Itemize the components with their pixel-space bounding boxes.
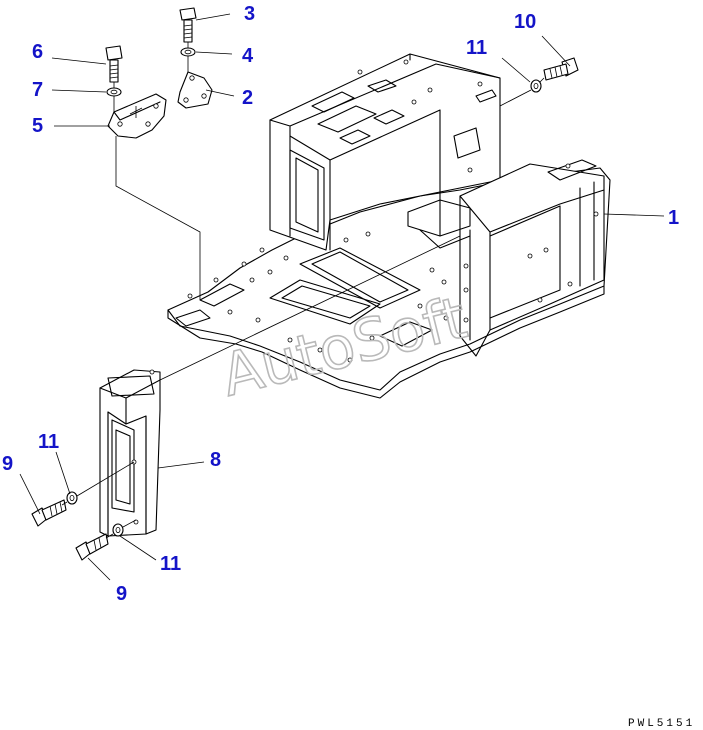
bolt-6: [105, 45, 123, 83]
callout-9-upper: 9: [2, 453, 13, 475]
washer-7: [106, 87, 122, 97]
part-8-bracket: [99, 369, 161, 537]
bolt-3: [179, 7, 197, 43]
bolt-9-lower: [75, 533, 109, 561]
washer-11-left: [66, 491, 78, 505]
callout-7: 7: [32, 79, 43, 101]
assembly-lines: [61, 42, 545, 539]
callout-11-top: 11: [466, 37, 487, 59]
drawing-code: PWL5151: [628, 718, 695, 730]
main-frame: [167, 53, 611, 399]
callout-2: 2: [242, 87, 253, 109]
callout-11-left: 11: [38, 431, 59, 453]
callouts: 1 2 3 4 5 6 7 8 9 9 10 11 11 11: [2, 3, 679, 605]
callout-10: 10: [514, 11, 536, 33]
callout-9-lower: 9: [116, 583, 127, 605]
bolt-10: [543, 57, 579, 81]
bolt-9-upper: [31, 499, 67, 527]
part-5-plate: [107, 93, 167, 139]
callout-6: 6: [32, 41, 43, 63]
leader-lines: [19, 13, 665, 581]
callout-1: 1: [668, 207, 679, 229]
callout-3: 3: [244, 3, 255, 25]
callout-8: 8: [210, 449, 221, 471]
part-2-plate: [177, 71, 213, 109]
washer-11-lower: [112, 523, 124, 537]
callout-11-lower: 11: [160, 553, 181, 575]
callout-5: 5: [32, 115, 43, 137]
washer-4: [180, 47, 196, 57]
callout-4: 4: [242, 45, 254, 67]
washer-11-top: [530, 79, 542, 93]
